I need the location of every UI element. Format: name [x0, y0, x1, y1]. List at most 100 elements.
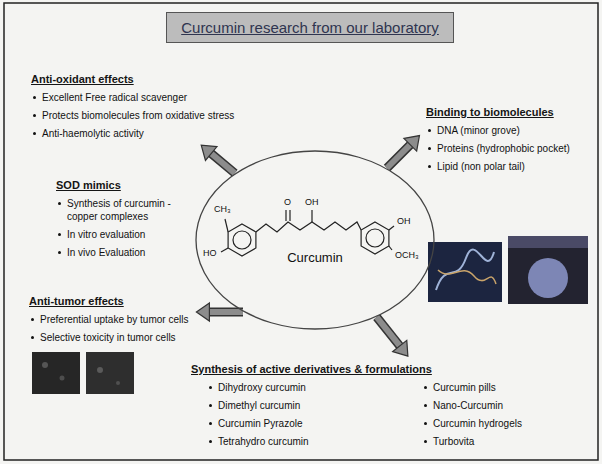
bullet-item: Selective toxicity in tumor cells	[29, 331, 188, 344]
image-band	[508, 236, 588, 248]
bullet-dot	[31, 318, 34, 321]
section-heading: Anti-tumor effects	[29, 294, 188, 308]
hydroxyl-bond	[311, 210, 312, 222]
item-list: Preferential uptake by tumor cellsSelect…	[29, 313, 188, 344]
bullet-item: Proteins (hydrophobic pocket)	[426, 142, 570, 155]
protein-image	[428, 242, 502, 302]
protein-ribbon	[438, 270, 496, 284]
ellipse-shape	[196, 151, 434, 329]
bullet-text: DNA (minor grove)	[437, 124, 520, 137]
arrow-shaft	[387, 145, 410, 168]
bullet-dot	[424, 386, 427, 389]
bullet-text: Anti-haemolytic activity	[42, 127, 144, 140]
cell-speck	[42, 362, 48, 368]
aromatic-circle	[233, 231, 251, 249]
atom-label: O	[284, 197, 291, 208]
carbonyl-bond	[289, 210, 290, 221]
bullet-text: Dimethyl curcumin	[218, 399, 300, 412]
section-heading: Anti-oxidant effects	[31, 72, 234, 86]
topic-section: Anti-tumor effectsPreferential uptake by…	[26, 292, 191, 346]
cell-speck	[116, 381, 120, 385]
bullet-dot	[428, 165, 431, 168]
ellipse-outline	[195, 150, 435, 330]
bullet-dot	[33, 96, 36, 99]
arrow-head	[393, 340, 408, 356]
bullet-dot	[33, 132, 36, 135]
bullet-item: DNA (minor grove)	[426, 124, 570, 137]
bullet-item: Tetrahydro curcumin	[207, 435, 422, 448]
bullet-item: Lipid (non polar tail)	[426, 160, 570, 173]
curcumin-structure	[221, 210, 394, 256]
membrane-image	[508, 236, 588, 304]
bullet-dot	[428, 129, 431, 132]
bullet-item: Dimethyl curcumin	[207, 399, 422, 412]
item-list: Dihydroxy curcuminDimethyl curcuminCurcu…	[191, 376, 522, 448]
arrow-connector	[201, 145, 234, 173]
bullet-text: Dihydroxy curcumin	[218, 381, 306, 394]
bullet-text: Synthesis of curcumin -copper complexes	[67, 197, 174, 223]
protein-ribbon	[436, 250, 494, 290]
bullet-dot	[33, 114, 36, 117]
atom-label: CH₃	[214, 204, 231, 215]
hydroxyl-bond	[221, 248, 228, 252]
bullet-text: Excellent Free radical scavenger	[42, 91, 187, 104]
item-list: Excellent Free radical scavengerProtects…	[31, 91, 234, 140]
micrograph	[86, 352, 134, 394]
bullet-text: Lipid (non polar tail)	[437, 160, 525, 173]
arrow-outline	[377, 317, 400, 346]
benzene-ring	[361, 222, 389, 254]
methoxy-bond	[225, 219, 228, 232]
binding-images	[428, 236, 588, 304]
bullet-item: Synthesis of curcumin -copper complexes	[56, 197, 174, 223]
bullet-text: Turbovita	[433, 435, 474, 448]
bullet-text: Nano-Curcumin	[433, 399, 503, 412]
title: Curcumin research from our laboratory	[181, 19, 439, 36]
topic-section: SOD mimicsSynthesis of curcumin -copper …	[53, 176, 177, 261]
section-heading: Synthesis of active derivatives & formul…	[191, 362, 522, 376]
bullet-text: In vitro evaluation	[67, 228, 145, 241]
bullet-text: Curcumin Pyrazole	[218, 417, 302, 430]
bullet-item: Anti-haemolytic activity	[31, 127, 234, 140]
slide-frame	[4, 3, 598, 460]
bullet-item: Dihydroxy curcumin	[207, 381, 422, 394]
molecule-sphere	[528, 258, 568, 298]
bullet-text: Curcumin hydrogels	[433, 417, 522, 430]
arrow-shaft	[209, 309, 243, 315]
bullet-dot	[209, 386, 212, 389]
bullet-text: Protects biomolecules from oxidative str…	[42, 109, 234, 122]
bullet-item: Curcumin pills	[422, 381, 522, 394]
topic-section: Binding to biomoleculesDNA (minor grove)…	[423, 103, 573, 175]
topic-section: Anti-oxidant effectsExcellent Free radic…	[28, 70, 237, 142]
bullet-dot	[58, 251, 61, 254]
bullet-dot	[209, 440, 212, 443]
arrow-connector	[377, 317, 408, 356]
bullet-dot	[209, 404, 212, 407]
hydroxyl-bond	[389, 226, 394, 230]
arrow-outline	[211, 154, 234, 174]
arrow-outline	[387, 145, 410, 168]
central-ellipse: Curcumin	[195, 150, 435, 330]
aromatic-circle	[366, 229, 384, 247]
arrow-connector	[196, 303, 243, 321]
atom-label: OH	[305, 197, 319, 208]
bullet-item: Nano-Curcumin	[422, 399, 522, 412]
benzene-ring	[228, 224, 256, 256]
bullet-dot	[209, 422, 212, 425]
section-heading: SOD mimics	[56, 178, 174, 192]
bullet-dot	[58, 202, 61, 205]
atom-label: OH	[397, 216, 411, 227]
tumor-cell-images	[32, 352, 134, 394]
carbon-chain	[256, 222, 361, 232]
bullet-dot	[58, 233, 61, 236]
arrow-head	[404, 136, 420, 152]
atom-label: OCH₃	[395, 250, 419, 261]
cell-speck	[97, 367, 103, 373]
bullet-text: Proteins (hydrophobic pocket)	[437, 142, 570, 155]
bullet-text: Selective toxicity in tumor cells	[40, 331, 176, 344]
carbonyl-bond	[285, 210, 286, 221]
bullet-text: In vivo Evaluation	[67, 246, 145, 259]
bullet-text: Curcumin pills	[433, 381, 496, 394]
arrow-outline	[209, 308, 243, 317]
bullet-dot	[424, 404, 427, 407]
